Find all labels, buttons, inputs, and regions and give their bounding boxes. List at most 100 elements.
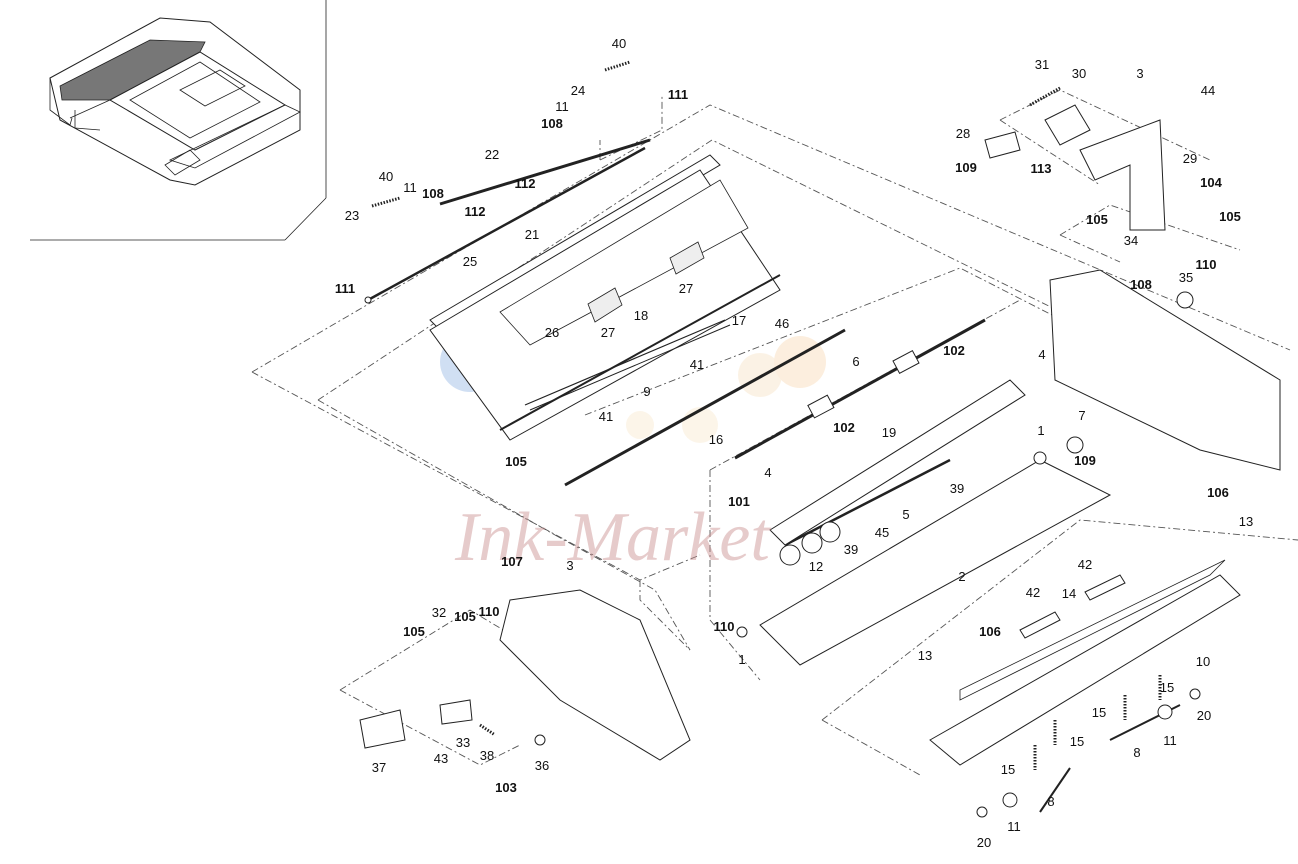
part-callout: 44 [1201,83,1215,98]
bracket-42b [1084,574,1126,601]
part-callout: 106 [979,624,1001,639]
part-callout: 110 [1196,257,1217,272]
part-callout: 38 [480,748,494,763]
upper-shafts [364,138,781,441]
part-callout: 30 [1072,66,1086,81]
part-callout: 15 [1001,762,1015,777]
pad-27a [587,287,623,323]
part-callout: 113 [1031,161,1052,176]
part-callout: 41 [690,357,704,372]
part-callout: 27 [679,281,693,296]
part-callout: 101 [728,494,750,509]
part-callout: 11 [1007,819,1021,834]
part-callout: 4 [1038,347,1045,362]
bracket-29 [1079,119,1166,231]
side-frames [359,104,1281,761]
part-callout: 112 [515,176,536,191]
part-callout: 43 [434,751,448,766]
part-callout: 24 [571,83,585,98]
lever-33 [439,699,473,725]
part-callout: 27 [601,325,615,340]
part-callout: 109 [1074,453,1096,468]
document-feeder-overview [49,17,301,186]
part-callout: 111 [335,281,355,296]
part-callout: 107 [501,554,523,569]
part-callout: 108 [541,116,563,131]
bracket-42a [1019,611,1061,639]
part-callout: 20 [977,835,991,850]
part-callout: 32 [432,605,446,620]
part-callout: 39 [950,481,964,496]
part-callout: 14 [1062,586,1076,601]
part-callout: 105 [403,624,425,639]
part-callout: 106 [1207,485,1229,500]
part-callout: 17 [732,313,746,328]
part-callout: 15 [1092,705,1106,720]
part-callout: 34 [1124,233,1138,248]
part-callout: 15 [1070,734,1084,749]
part-callout: 11 [403,180,417,195]
part-callout: 105 [454,609,476,624]
part-callout: 105 [505,454,527,469]
part-callout: 28 [956,126,970,141]
part-callout: 45 [875,525,889,540]
part-callout: 8 [1047,794,1054,809]
solenoid-37 [359,709,406,749]
springs [371,60,1162,770]
frame-10 [929,574,1241,766]
part-callout: 8 [1133,745,1140,760]
part-callout: 2 [958,569,965,584]
part-callout: 33 [456,735,470,750]
frame-2 [759,459,1112,666]
part-callout: 31 [1035,57,1049,72]
part-callout: 110 [479,604,500,619]
part-callout: 11 [1163,733,1177,748]
part-callout: 46 [775,316,789,331]
part-callout: 105 [1219,209,1241,224]
left-side-frame [499,589,691,761]
part-callout: 25 [463,254,477,269]
part-callout: 22 [485,147,499,162]
lower-shafts [564,318,986,566]
part-callout: 112 [465,204,486,219]
part-callout: 29 [1183,151,1197,166]
guide-19 [769,379,1026,546]
part-callout: 102 [833,420,855,435]
part-callout: 5 [902,507,909,522]
part-callout: 26 [545,325,559,340]
right-side-frame [1049,269,1281,471]
part-callout: 36 [535,758,549,773]
part-callout: 4 [764,465,771,480]
part-callout: 3 [1136,66,1143,81]
part-callout: 18 [634,308,648,323]
part-callout: 40 [379,169,393,184]
part-callout: 39 [844,542,858,557]
part-callout: 108 [1130,277,1152,292]
part-callout: 41 [599,409,613,424]
part-callout: 102 [943,343,965,358]
part-callout: 42 [1078,557,1092,572]
part-callout: 21 [525,227,539,242]
lower-frames [759,379,1241,818]
part-callout: 13 [918,648,932,663]
part-callout: 105 [1086,212,1108,227]
part-callout: 19 [882,425,896,440]
part-callout: 6 [852,354,859,369]
part-callout: 110 [714,619,735,634]
part-callout: 15 [1160,680,1174,695]
sheet-14 [959,559,1226,701]
part-callout: 10 [1196,654,1210,669]
part-callout: 1 [1037,423,1044,438]
part-callout: 108 [422,186,444,201]
part-callout: 23 [345,208,359,223]
part-callout: 11 [555,99,569,114]
lever-28 [984,131,1021,159]
part-callout: 35 [1179,270,1193,285]
part-callout: 20 [1197,708,1211,723]
part-callout: 16 [709,432,723,447]
part-callout: 7 [1078,408,1085,423]
part-callout: 42 [1026,585,1040,600]
part-callout: 109 [955,160,977,175]
inset-overview [30,0,327,241]
